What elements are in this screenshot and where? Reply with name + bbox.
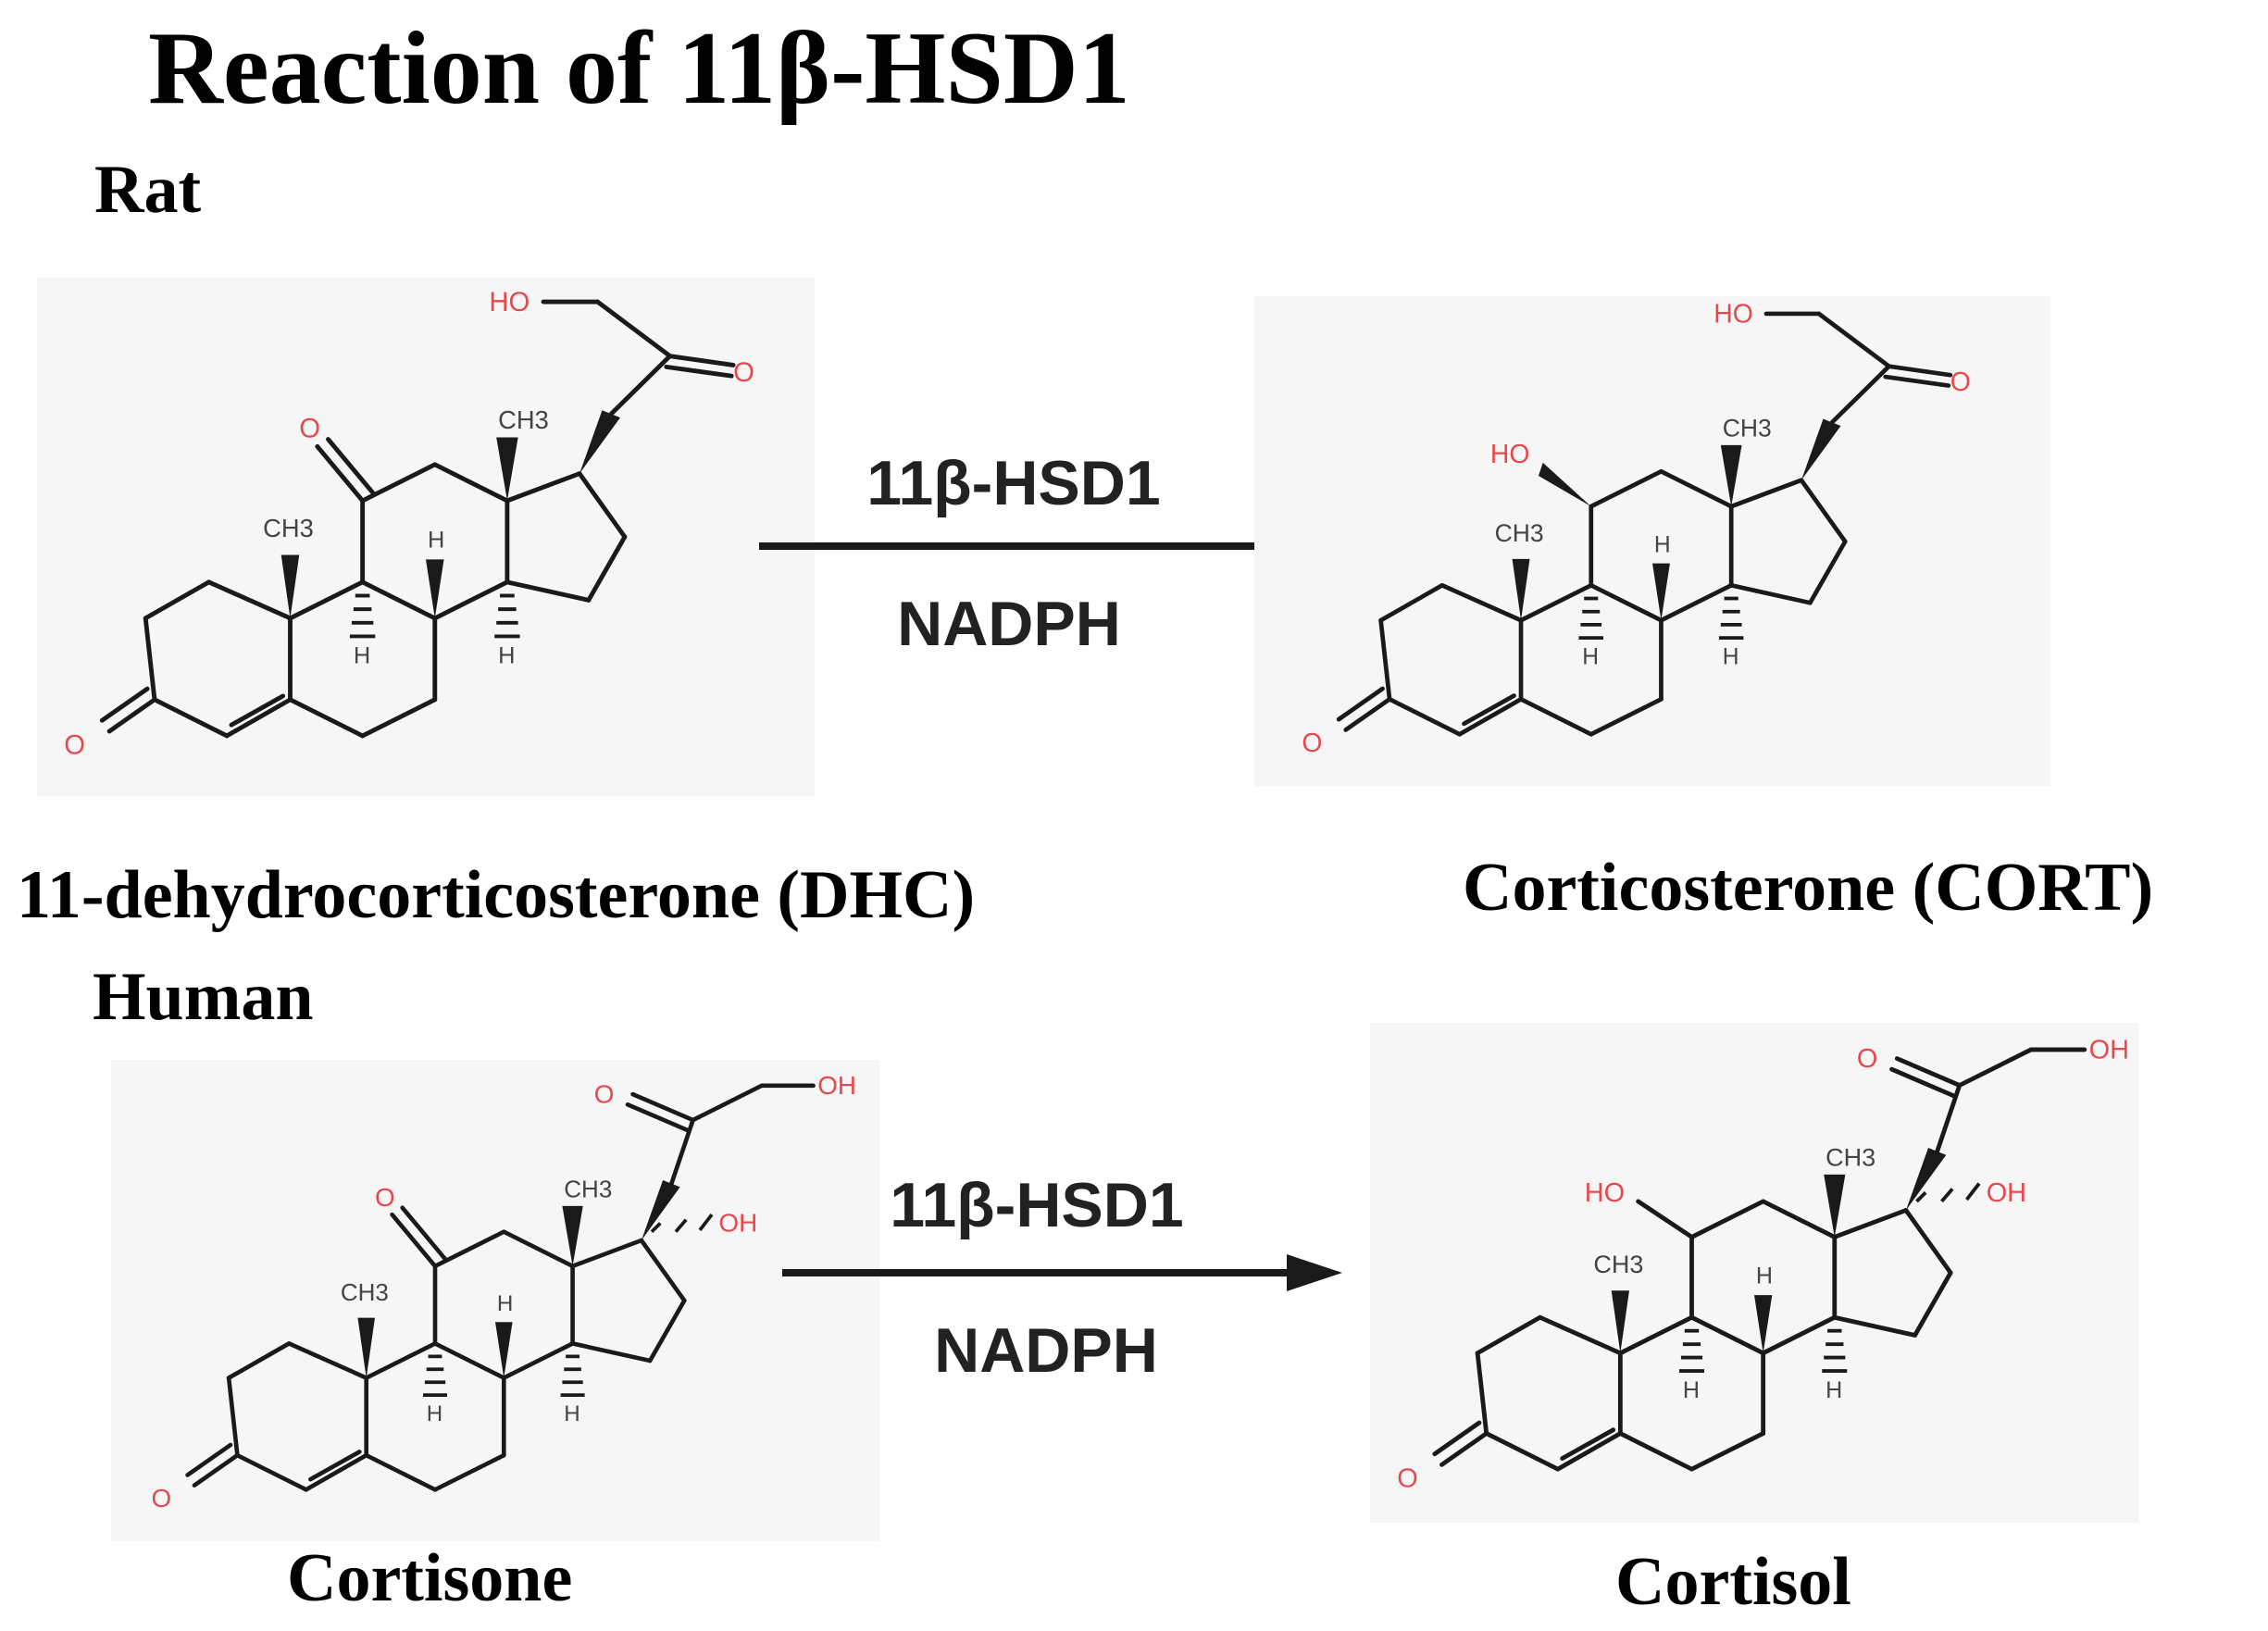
label-o20: O <box>1857 1044 1877 1074</box>
label-o20: O <box>1950 367 1971 397</box>
molecule-cortisol: O HO O OH OH CH3 CH3 H H H <box>1370 1023 2138 1523</box>
label-h8: H <box>428 528 444 554</box>
rat-enzyme-label: 11β-HSD1 <box>866 448 1161 518</box>
label-ch3-10: CH3 <box>1495 519 1544 547</box>
label-h9: H <box>1582 645 1599 670</box>
label-oh21: OH <box>817 1071 856 1100</box>
label-o3: O <box>1302 728 1322 758</box>
rat-reaction-arrow <box>759 528 1310 565</box>
label-ho11: HO <box>1490 440 1530 469</box>
label-o20: O <box>594 1079 615 1108</box>
label-h14: H <box>564 1401 579 1426</box>
molecule-cortisone: O O O OH OH CH3 CH3 H H H <box>111 1060 879 1541</box>
rat-substrate-name: 11-dehydrocorticosterone (DHC) <box>17 857 976 933</box>
rat-product-name: Corticosterone (CORT) <box>1463 850 2154 926</box>
label-o3: O <box>1397 1463 1417 1493</box>
label-h14: H <box>1723 645 1739 670</box>
diagram-title: Reaction of 11β-HSD1 <box>148 11 1130 126</box>
label-ch3-13: CH3 <box>1826 1143 1875 1171</box>
human-product-name: Cortisol <box>1615 1544 1851 1620</box>
rat-cofactor-label: NADPH <box>897 589 1121 659</box>
molecule-dhc: O O O HO CH3 CH3 H H H <box>37 278 815 796</box>
section-label-rat: Rat <box>94 152 202 228</box>
label-h9: H <box>1683 1377 1700 1403</box>
label-o3: O <box>152 1484 172 1513</box>
label-ch3-13: CH3 <box>564 1176 612 1203</box>
label-ch3-10: CH3 <box>263 514 314 542</box>
label-oh17: OH <box>718 1209 757 1238</box>
label-h8: H <box>1654 532 1671 557</box>
label-ch3-10: CH3 <box>341 1278 389 1306</box>
human-enzyme-label: 11β-HSD1 <box>890 1170 1184 1240</box>
label-ch3-13: CH3 <box>1723 414 1772 442</box>
label-oh17: OH <box>1987 1178 2026 1208</box>
label-h14: H <box>1826 1377 1842 1403</box>
human-reaction-arrow <box>782 1254 1342 1291</box>
label-h9: H <box>354 643 370 669</box>
label-h14: H <box>498 643 515 669</box>
label-o20: O <box>733 357 754 388</box>
label-o11: O <box>375 1183 395 1212</box>
label-ho11: HO <box>1585 1178 1625 1208</box>
label-ch3-10: CH3 <box>1593 1251 1643 1278</box>
label-h9: H <box>427 1401 442 1426</box>
human-substrate-name: Cortisone <box>287 1540 573 1616</box>
label-oh21: OH <box>2089 1036 2129 1065</box>
label-h8: H <box>1756 1264 1773 1289</box>
label-ho21: HO <box>1713 299 1753 329</box>
human-cofactor-label: NADPH <box>934 1315 1158 1386</box>
label-ch3-13: CH3 <box>498 405 549 434</box>
molecule-cort: O HO O HO CH3 CH3 H H H <box>1254 296 2050 787</box>
section-label-human: Human <box>93 959 314 1035</box>
label-o11: O <box>299 414 320 444</box>
label-h8: H <box>497 1291 513 1316</box>
label-ho21: HO <box>489 287 530 317</box>
label-o3: O <box>64 729 85 760</box>
